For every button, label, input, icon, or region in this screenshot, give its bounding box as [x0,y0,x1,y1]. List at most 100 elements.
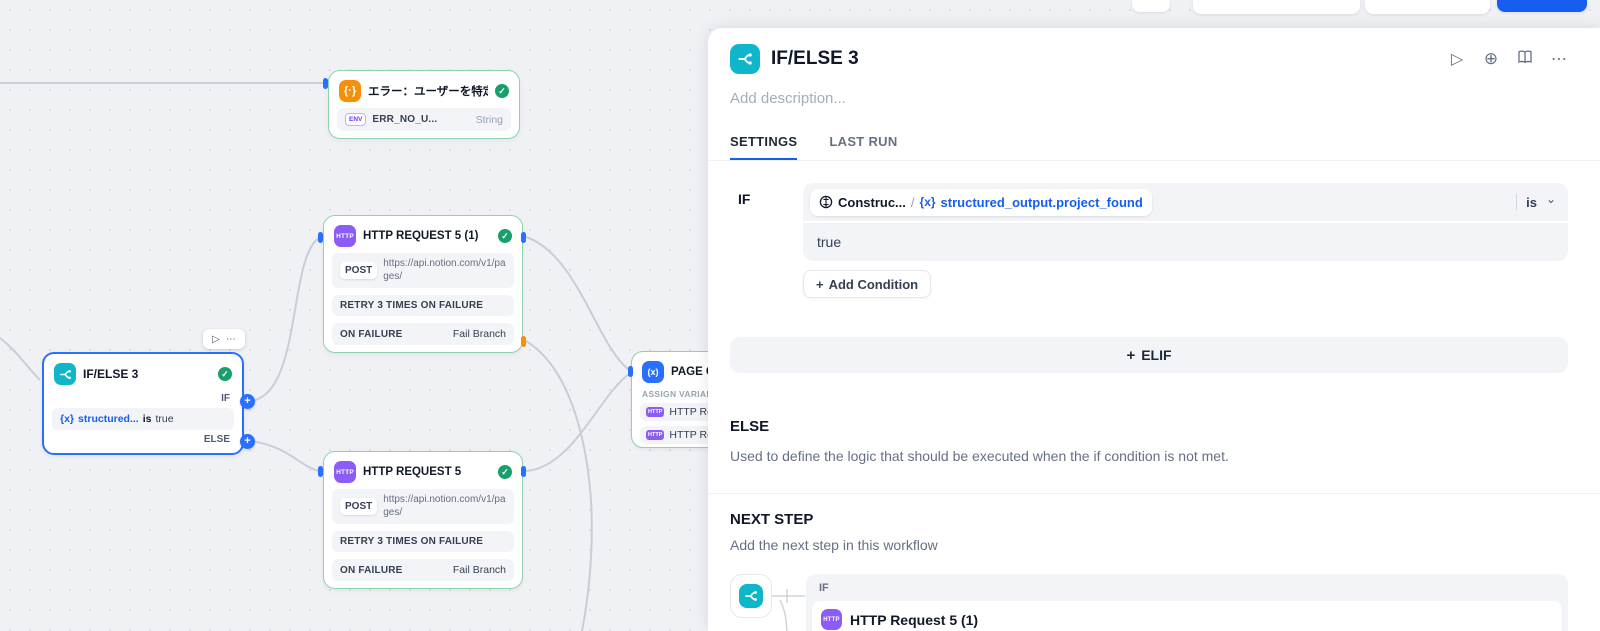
retry-label: RETRY 3 TIMES ON FAILURE [340,536,484,547]
http-node-icon: HTTP [821,609,842,630]
if-else-node-icon [739,584,763,608]
add-node-if-branch-button[interactable]: + [240,394,255,409]
toolbar-button-fragment[interactable] [1193,0,1360,14]
condition-value-input[interactable]: true [803,223,1568,261]
tab-settings[interactable]: SETTINGS [730,134,798,160]
next-step-node[interactable]: HTTP HTTP Request 5 (1) [812,601,1562,631]
branch-connector-line [772,589,805,631]
http-method-badge: POST [340,262,378,279]
variable-type: String [475,113,503,126]
assign-variable-label: ASSIGN VARIABLE [642,389,725,399]
docs-book-icon[interactable] [1516,50,1534,69]
panel-actions: ▷ ⊕ ⋯ [1448,49,1568,69]
add-node-else-branch-button[interactable]: + [240,434,255,449]
template-node-icon: {·} [339,80,361,102]
toolbar-primary-button-fragment[interactable] [1497,0,1587,12]
chevron-down-icon: ⌄ [1545,192,1556,206]
node-header: HTTP HTTP REQUEST 5 ✓ [324,452,522,489]
panel-header: IF/ELSE 3 ▷ ⊕ ⋯ [730,44,1568,74]
more-menu-icon[interactable]: ⋯ [1551,51,1567,68]
node-http-request-5[interactable]: HTTP HTTP REQUEST 5 ✓ POST https://api.n… [323,451,523,589]
if-else-node-icon [730,44,760,74]
run-node-icon[interactable]: ▷ [212,333,220,345]
node-http-request-5-1[interactable]: HTTP HTTP REQUEST 5 (1) ✓ POST https://a… [323,215,523,353]
input-handle[interactable] [318,466,323,477]
operator-select[interactable]: is ⌄ [1516,192,1556,210]
path-separator: / [910,194,915,210]
tabs-divider [708,160,1600,161]
source-node-name: Construc... [838,194,906,210]
add-condition-button[interactable]: + Add Condition [803,270,932,298]
toolbar-button-fragment[interactable] [1132,0,1170,12]
http-node-icon: HTTP [334,225,356,247]
condition-variable-row[interactable]: Construc... / {x} structured_output.proj… [803,183,1568,221]
else-section-description: Used to define the logic that should be … [730,448,1229,464]
if-branch-label: IF [221,393,230,404]
add-elif-button[interactable]: + ELIF [730,337,1568,373]
if-section-label: IF [738,191,751,207]
on-failure-chip: ON FAILURE Fail Branch [332,323,514,345]
source-node-icon [819,195,833,209]
input-handle[interactable] [318,232,323,243]
node-more-icon[interactable]: ⋯ [225,333,236,345]
if-else-node-icon [54,363,76,385]
var-token: {x} [919,195,936,209]
branch-label: IF [819,582,829,594]
variable-chip[interactable]: Construc... / {x} structured_output.proj… [810,188,1152,216]
tab-last-run[interactable]: LAST RUN [829,134,898,149]
add-condition-label: Add Condition [828,276,919,292]
input-handle[interactable] [628,366,633,377]
var-token: {x} [60,413,75,425]
description-input[interactable]: Add description... [730,90,846,107]
toolbar-button-fragment[interactable] [1365,0,1490,14]
http-url-chip: POST https://api.notion.com/v1/pages/ [332,253,514,288]
retry-chip: RETRY 3 TIMES ON FAILURE [332,295,514,316]
next-step-graph: IF HTTP HTTP Request 5 (1) [730,574,1568,631]
node-title: IF/ELSE 3 [83,367,139,381]
retry-chip: RETRY 3 TIMES ON FAILURE [332,531,514,552]
condition-value: true [155,413,174,425]
node-error-template[interactable]: {·} エラー：ユーザーを特定でき ✓ ENV ERR_NO_U... Stri… [328,70,520,139]
else-section-label: ELSE [730,418,770,435]
node-header: HTTP HTTP REQUEST 5 (1) ✓ [324,216,522,253]
on-failure-label: ON FAILURE [340,328,403,340]
failure-branch-value: Fail Branch [452,328,506,340]
variable-assigner-node-icon: (x) [642,361,664,383]
plus-icon: + [1126,346,1136,364]
next-step-description: Add the next step in this workflow [730,537,938,553]
node-config-panel: IF/ELSE 3 ▷ ⊕ ⋯ Add description... SETTI… [708,28,1600,631]
panel-title: IF/ELSE 3 [771,48,859,69]
run-step-icon[interactable]: ▷ [1450,51,1464,68]
locate-node-icon[interactable]: ⊕ [1483,49,1499,68]
http-url: https://api.notion.com/v1/pages/ [383,258,506,282]
condition-summary-chip: {x} structured... is true [52,408,234,430]
node-header: {·} エラー：ユーザーを特定でき ✓ [329,71,519,108]
if-branch-container: IF HTTP HTTP Request 5 (1) [806,574,1568,631]
node-hover-toolbar: ▷ ⋯ [203,329,245,349]
success-check-icon: ✓ [498,465,512,479]
http-node-icon: HTTP [334,461,356,483]
operator-divider [1516,194,1518,210]
input-handle[interactable] [323,78,328,89]
node-if-else-3[interactable]: IF/ELSE 3 ✓ IF {x} structured... is true… [42,352,244,455]
plus-icon: + [816,276,824,292]
else-branch-label: ELSE [203,434,230,445]
success-check-icon: ✓ [498,229,512,243]
condition-editor: Construc... / {x} structured_output.proj… [803,183,1568,261]
elif-label: ELIF [1141,347,1172,363]
node-title: エラー：ユーザーを特定でき [368,86,488,98]
next-step-node-title: HTTP Request 5 (1) [850,611,979,628]
node-header: IF/ELSE 3 ✓ [44,354,242,391]
on-failure-chip: ON FAILURE Fail Branch [332,559,514,581]
on-failure-label: ON FAILURE [340,564,403,576]
output-handle[interactable] [521,232,526,243]
current-node-card [730,574,772,618]
variable-name: structured_output.project_found [940,194,1143,210]
env-variable-chip[interactable]: ENV ERR_NO_U... String [337,108,511,131]
node-title: HTTP REQUEST 5 [363,466,462,478]
output-handle[interactable] [521,466,526,477]
success-check-icon: ✓ [495,84,509,98]
section-divider [708,493,1600,494]
condition-variable: structured... [78,413,139,425]
fail-branch-handle[interactable] [521,336,526,347]
